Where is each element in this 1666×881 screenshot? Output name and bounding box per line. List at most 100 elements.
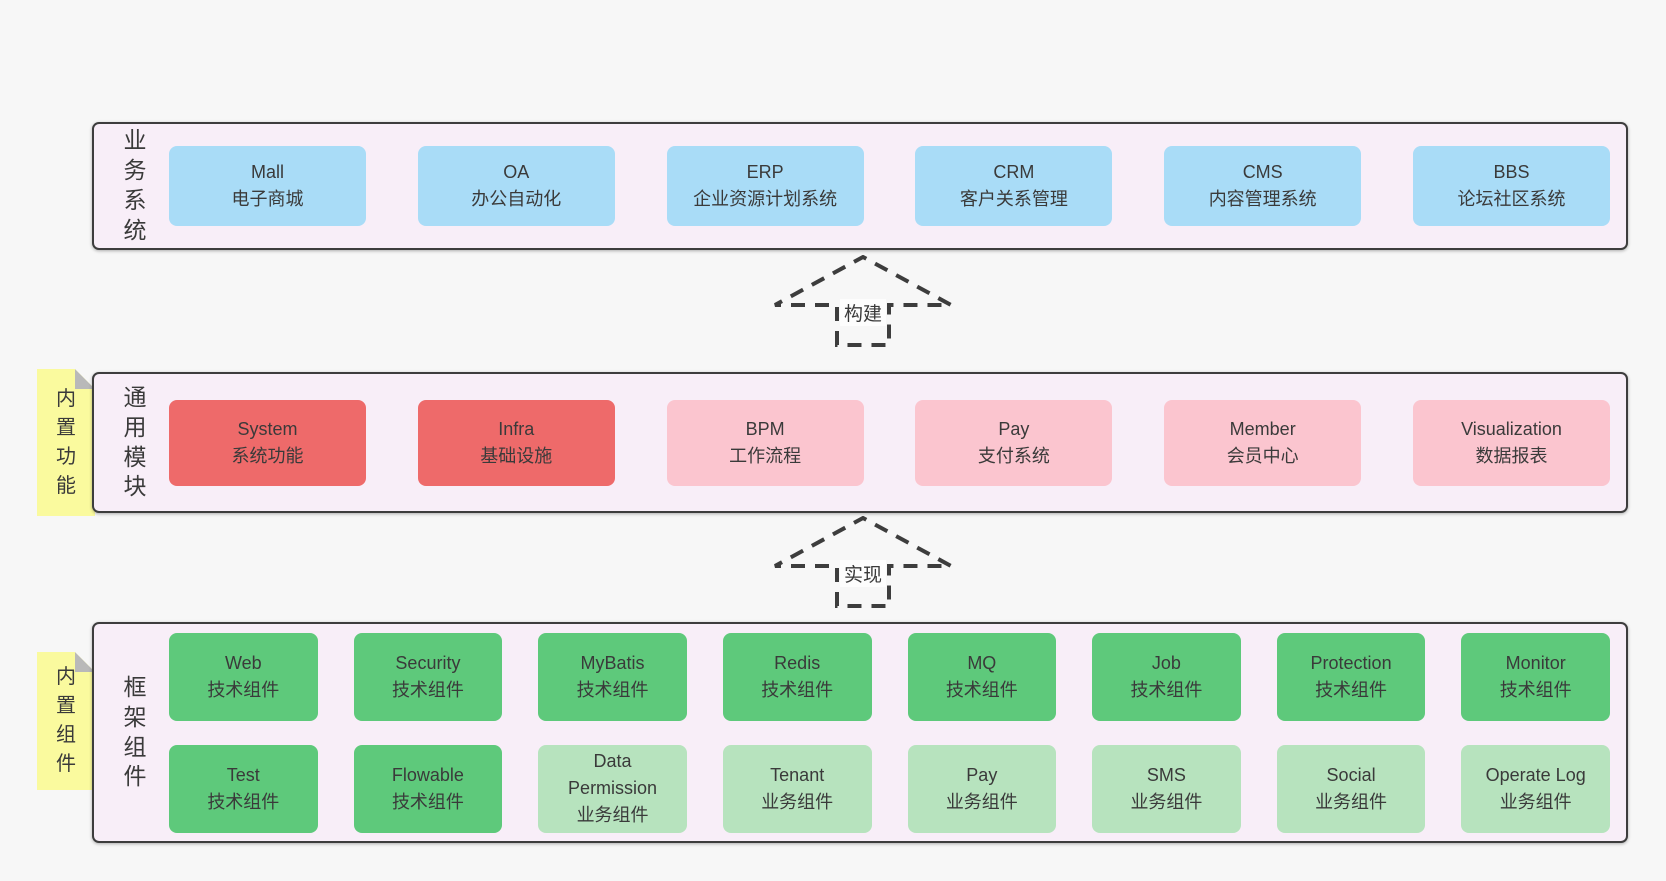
box-name: Protection xyxy=(1310,652,1392,673)
box-tenant: Tenant 业务组件 xyxy=(722,744,872,833)
box-name: Data Permission xyxy=(568,751,658,798)
arrow-build: 构建 xyxy=(771,255,955,347)
box-desc: 技术组件 xyxy=(391,791,464,812)
box-desc: 技术组件 xyxy=(207,791,280,812)
layer-label-common-modules: 通用模块 xyxy=(123,383,147,500)
box-desc: 论坛社区系统 xyxy=(1457,189,1566,209)
up-arrow-icon xyxy=(774,255,952,347)
box-name: MQ xyxy=(967,652,997,673)
box-desc: 业务组件 xyxy=(1499,791,1572,812)
box-name: ERP xyxy=(746,162,784,182)
box-desc: 基础设施 xyxy=(480,445,553,466)
box-desc: 数据报表 xyxy=(1475,445,1548,466)
arrow-implement: 实现 xyxy=(771,516,955,608)
box-name: Social xyxy=(1326,764,1376,785)
box-name: Redis xyxy=(774,652,821,673)
box-sms: SMS 业务组件 xyxy=(1092,744,1241,833)
common-modules-box-row: System 系统功能 Infra 基础设施 BPM 工作流程 Pay 支付系统… xyxy=(161,399,1610,486)
box-name: Pay xyxy=(966,764,998,785)
box-desc: 技术组件 xyxy=(1499,679,1572,700)
box-name: CMS xyxy=(1242,162,1283,182)
sticky-note-builtin-components: 内置组件 xyxy=(37,652,95,790)
sticky-note-text: 内置功能 xyxy=(56,387,76,497)
box-job: Job 技术组件 xyxy=(1092,632,1241,721)
box-cms: CMS 内容管理系统 xyxy=(1164,146,1362,226)
layer-label-framework-components: 框架组件 xyxy=(123,673,147,790)
box-desc: 电子商城 xyxy=(231,189,304,209)
box-desc: 技术组件 xyxy=(207,679,280,700)
box-monitor: Monitor 技术组件 xyxy=(1461,632,1610,721)
box-desc: 业务组件 xyxy=(1130,791,1203,812)
box-system: System 系统功能 xyxy=(169,399,366,486)
box-desc: 工作流程 xyxy=(729,445,802,466)
box-social: Social 业务组件 xyxy=(1276,744,1426,833)
box-desc: 办公自动化 xyxy=(471,189,562,209)
box-name: Visualization xyxy=(1461,418,1562,439)
box-bbs: BBS 论坛社区系统 xyxy=(1412,146,1610,226)
box-erp: ERP 企业资源计划系统 xyxy=(666,146,864,226)
box-oa: OA 办公自动化 xyxy=(417,146,615,226)
box-data-permission: Data Permission 业务组件 xyxy=(538,744,687,833)
box-pay-component: Pay 业务组件 xyxy=(907,744,1057,833)
layer-framework-components: 框架组件 Web 技术组件 Security 技术组件 MyBatis 技术组件… xyxy=(92,622,1628,843)
box-name: Operate Log xyxy=(1485,764,1586,785)
box-desc: 技术组件 xyxy=(1315,679,1388,700)
box-bpm: BPM 工作流程 xyxy=(666,399,864,486)
box-name: System xyxy=(237,418,298,439)
sticky-note-text: 内置组件 xyxy=(56,666,76,775)
box-visualization: Visualization 数据报表 xyxy=(1412,399,1610,486)
framework-components-box-grid: Web 技术组件 Security 技术组件 MyBatis 技术组件 Redi… xyxy=(161,632,1610,833)
box-operate-log: Operate Log 业务组件 xyxy=(1461,744,1610,833)
box-name: Tenant xyxy=(770,764,825,785)
box-name: SMS xyxy=(1146,764,1186,785)
box-desc: 技术组件 xyxy=(391,679,464,700)
box-crm: CRM 客户关系管理 xyxy=(915,146,1113,226)
arrow-label: 构建 xyxy=(839,299,887,326)
box-desc: 内容管理系统 xyxy=(1208,189,1317,209)
box-desc: 技术组件 xyxy=(576,679,649,700)
box-mybatis: MyBatis 技术组件 xyxy=(538,632,687,721)
box-security: Security 技术组件 xyxy=(353,632,503,721)
box-desc: 业务组件 xyxy=(761,791,834,812)
box-name: MyBatis xyxy=(580,652,645,673)
box-mq: MQ 技术组件 xyxy=(907,632,1057,721)
box-name: Infra xyxy=(498,418,535,439)
box-desc: 技术组件 xyxy=(761,679,834,700)
box-name: Mall xyxy=(250,162,284,182)
box-name: Security xyxy=(395,652,461,673)
layer-business-systems: 业务系统 Mall 电子商城 OA 办公自动化 ERP 企业资源计划系统 CRM… xyxy=(92,122,1628,250)
box-name: BPM xyxy=(745,418,785,439)
box-name: Pay xyxy=(998,418,1030,439)
box-name: Job xyxy=(1151,652,1181,673)
box-name: Flowable xyxy=(391,764,464,785)
box-name: OA xyxy=(503,162,530,182)
arrow-label: 实现 xyxy=(839,560,887,587)
box-desc: 技术组件 xyxy=(945,679,1018,700)
sticky-note-builtin-features: 内置功能 xyxy=(37,369,95,516)
box-name: Test xyxy=(226,764,260,785)
box-desc: 业务组件 xyxy=(945,791,1018,812)
box-web: Web 技术组件 xyxy=(169,632,318,721)
box-desc: 系统功能 xyxy=(231,445,304,466)
box-mall: Mall 电子商城 xyxy=(169,146,366,226)
box-desc: 会员中心 xyxy=(1226,445,1299,466)
up-arrow-icon xyxy=(774,516,952,608)
box-name: Member xyxy=(1229,418,1296,439)
layer-label-business-systems: 业务系统 xyxy=(123,127,147,243)
box-desc: 业务组件 xyxy=(1315,791,1388,812)
box-member: Member 会员中心 xyxy=(1164,399,1362,486)
box-protection: Protection 技术组件 xyxy=(1276,632,1426,721)
box-flowable: Flowable 技术组件 xyxy=(353,744,503,833)
box-infra: Infra 基础设施 xyxy=(417,399,615,486)
box-name: BBS xyxy=(1493,162,1530,182)
box-desc: 客户关系管理 xyxy=(959,189,1068,209)
box-name: Monitor xyxy=(1505,652,1566,673)
box-redis: Redis 技术组件 xyxy=(722,632,872,721)
box-desc: 支付系统 xyxy=(977,445,1050,466)
box-pay-module: Pay 支付系统 xyxy=(915,399,1113,486)
box-name: CRM xyxy=(993,162,1035,182)
box-desc: 技术组件 xyxy=(1130,679,1203,700)
box-test: Test 技术组件 xyxy=(169,744,318,833)
layer-common-modules: 通用模块 System 系统功能 Infra 基础设施 BPM 工作流程 Pay… xyxy=(92,372,1628,513)
